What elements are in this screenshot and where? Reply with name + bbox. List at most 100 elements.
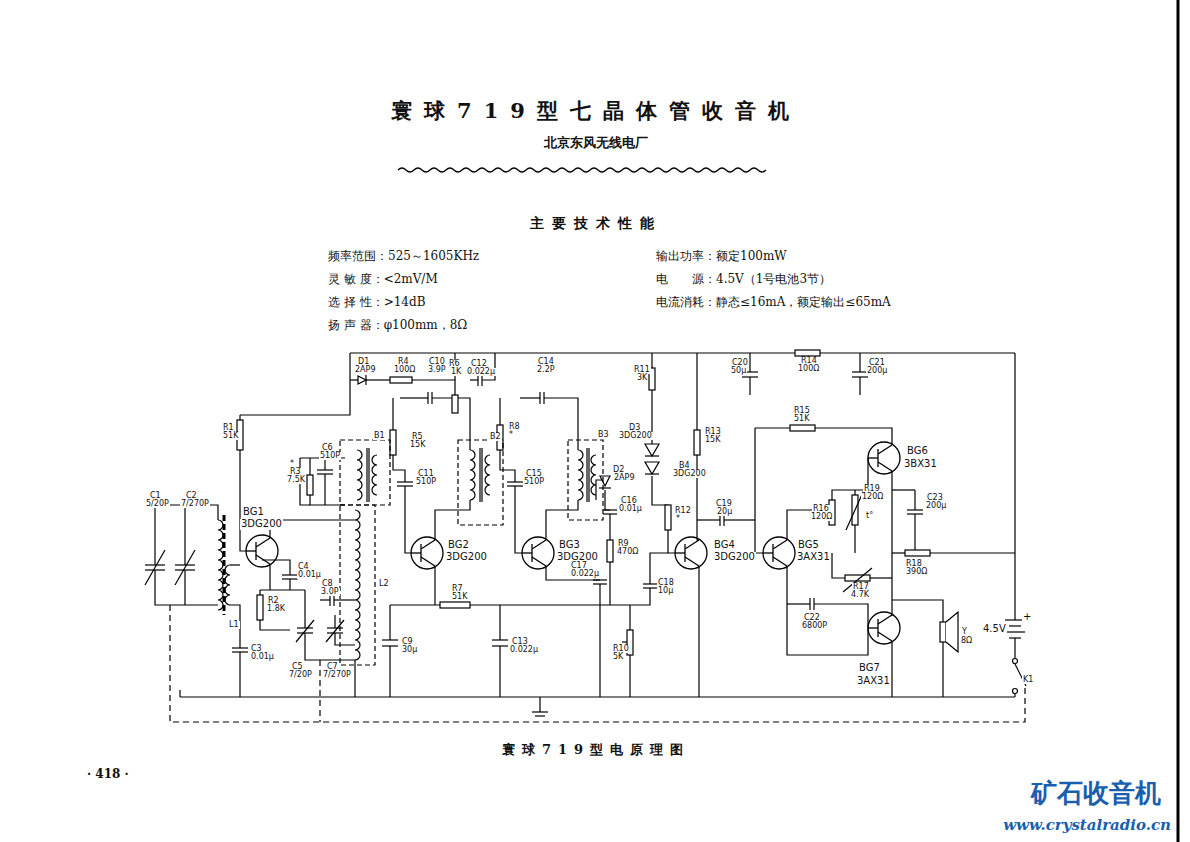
circuit-wire xyxy=(240,450,246,551)
component-label: 3DG200 xyxy=(556,552,599,563)
spec-text: 电 源：4.5V（1号电池3节） xyxy=(655,273,832,286)
circuit-wire xyxy=(755,428,763,553)
circuit-wire xyxy=(539,697,540,712)
component-label: BG4 xyxy=(713,540,736,551)
component-label: 3BX31 xyxy=(903,459,938,470)
transistor-symbol xyxy=(868,442,900,474)
component-label: 120Ω xyxy=(861,493,884,501)
component-label: 3DG200 xyxy=(618,432,653,440)
component-label: 50μ xyxy=(730,367,747,375)
circuit-wire xyxy=(891,471,892,616)
component-symbol xyxy=(795,350,820,356)
circuit-wire xyxy=(170,605,1025,722)
circuit-wire xyxy=(400,397,428,398)
component-label: 30μ xyxy=(401,646,418,654)
component-label: 5K xyxy=(612,653,624,661)
circuit-wire xyxy=(239,415,240,420)
component-label: L2 xyxy=(378,580,390,588)
component-symbol xyxy=(175,569,195,570)
circuit-wire xyxy=(696,353,697,430)
component-label: 4.7K xyxy=(850,591,870,599)
component-symbol xyxy=(603,513,617,514)
circuit-wire xyxy=(930,552,1015,553)
component-label: 3.0P xyxy=(320,588,340,596)
coil-symbol xyxy=(479,448,480,502)
component-symbol xyxy=(431,392,432,404)
component-label: + xyxy=(1022,612,1032,623)
component-label: 200μ xyxy=(925,502,947,510)
coil-symbol xyxy=(591,455,596,495)
diagram-caption: 寰球719型电原理图 xyxy=(501,743,691,757)
component-symbol xyxy=(1013,659,1018,664)
circuit-wire xyxy=(432,398,470,450)
component-label: 7/270P xyxy=(180,500,210,508)
component-label: 3.9P xyxy=(427,366,447,374)
component-symbol xyxy=(232,647,248,648)
component-symbol xyxy=(327,632,343,633)
coil-symbol xyxy=(458,440,503,525)
circuit-wire xyxy=(260,589,305,590)
component-label: 51K xyxy=(793,415,810,423)
circuit-wire xyxy=(350,379,358,380)
coil-symbol xyxy=(340,505,375,665)
circuit-wire xyxy=(390,604,440,605)
component-symbol xyxy=(622,641,627,642)
component-symbol xyxy=(843,568,872,592)
component-label: 2.2P xyxy=(536,366,556,374)
component-label: B1 xyxy=(373,432,386,440)
circuit-wire xyxy=(309,458,310,475)
circuit-wire xyxy=(289,579,290,590)
component-symbol xyxy=(282,578,298,579)
circuit-wire xyxy=(651,353,652,368)
circuit-wire xyxy=(724,519,755,520)
circuit-wire xyxy=(515,486,522,553)
transistor-symbol xyxy=(763,552,773,553)
component-label: 15K xyxy=(704,436,721,444)
component-label: 0.022μ xyxy=(509,646,539,654)
transistor-symbol xyxy=(532,540,546,549)
component-symbol xyxy=(907,509,923,510)
component-symbol xyxy=(599,487,611,488)
circuit-wire xyxy=(859,377,860,395)
component-label: 0.01μ xyxy=(297,571,322,579)
component-label: t° xyxy=(865,512,874,520)
component-label: 3DG200 xyxy=(713,552,756,563)
component-symbol xyxy=(940,622,946,642)
component-label: 0.01μ xyxy=(250,653,275,661)
circuit-wire xyxy=(389,646,390,697)
circuit-wire xyxy=(859,353,860,372)
component-symbol xyxy=(317,469,333,470)
page-border xyxy=(1177,0,1180,842)
coil-symbol xyxy=(218,440,603,665)
transistor-symbol xyxy=(411,552,421,553)
component-symbol xyxy=(297,632,313,633)
coil-symbol xyxy=(225,565,230,605)
circuit-wire xyxy=(609,514,610,540)
component-symbol xyxy=(645,455,659,456)
circuit-wire xyxy=(832,553,845,578)
component-symbol xyxy=(452,395,458,413)
component-symbol xyxy=(907,513,923,514)
coil-symbol xyxy=(355,510,360,660)
circuit-wire xyxy=(520,397,540,398)
circuit-wire xyxy=(698,566,699,697)
circuit-wire xyxy=(697,455,699,540)
header-text: 主要技术性能 xyxy=(529,216,663,231)
component-symbol xyxy=(1013,689,1018,694)
transistor-symbol xyxy=(878,445,892,454)
component-label: 1K xyxy=(450,368,462,376)
circuit-wire xyxy=(1014,694,1015,697)
component-symbol xyxy=(145,564,165,565)
component-label: BG6 xyxy=(906,446,929,457)
component-symbol xyxy=(365,375,366,385)
circuit-wire xyxy=(914,490,915,510)
circuit-wire xyxy=(629,605,630,630)
component-label: 3AX31 xyxy=(856,676,891,687)
component-label: 510P xyxy=(523,478,545,486)
component-label: 20μ xyxy=(716,508,733,516)
circuit-wire xyxy=(324,474,325,505)
component-symbol xyxy=(593,579,607,580)
circuit-wire xyxy=(435,500,470,540)
component-label: 0.022μ xyxy=(466,368,496,376)
component-symbol xyxy=(813,598,814,610)
